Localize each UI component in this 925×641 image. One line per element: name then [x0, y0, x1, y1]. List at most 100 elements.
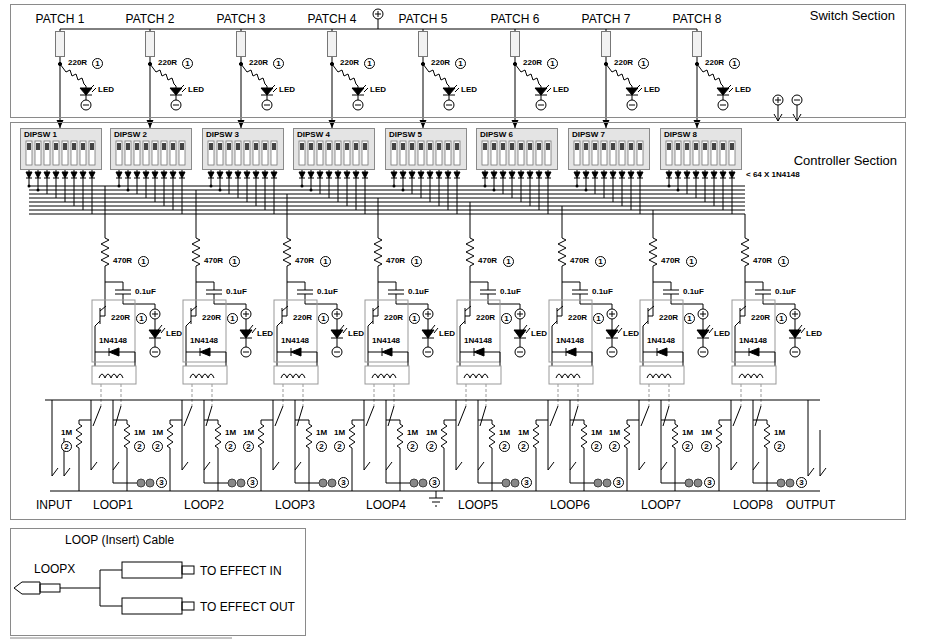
port-label: TO EFFECT OUT — [200, 600, 295, 614]
component-value: 220R — [68, 58, 87, 68]
callout-number: 2 — [518, 441, 529, 452]
component-value: LED — [348, 329, 364, 339]
switch-symbol — [692, 31, 702, 57]
callout-number: 2 — [609, 441, 620, 452]
patch-label: PATCH 8 — [673, 12, 722, 27]
component-value: 0.1uF — [775, 287, 796, 297]
patch-switch: PATCH 3 — [217, 12, 266, 57]
patch-label: PATCH 4 — [308, 12, 357, 27]
component-value: 220R — [476, 313, 495, 323]
callout-number: 3 — [704, 477, 715, 488]
callout-number: 2 — [61, 441, 72, 452]
component-value: LED — [439, 329, 455, 339]
dip-switch: DIPSW 7 — [568, 128, 650, 170]
port-label: LOOP6 — [550, 498, 590, 512]
callout-number: 1 — [227, 313, 238, 324]
component-value: 1M — [334, 428, 345, 438]
component-value: 220R — [568, 313, 587, 323]
component-value: 0.1uF — [592, 287, 613, 297]
component-value: 470R — [295, 256, 314, 266]
patch-switch: PATCH 6 — [491, 12, 540, 57]
patch-switch: PATCH 2 — [126, 12, 175, 57]
component-value: 1M — [591, 428, 602, 438]
component-value: 470R — [113, 256, 132, 266]
dip-label: DIPSW 7 — [572, 130, 605, 140]
component-value: 1N4148 — [739, 336, 767, 346]
callout-number: 2 — [701, 441, 712, 452]
port-label: LOOP1 — [93, 498, 133, 512]
component-value: 1M — [774, 428, 785, 438]
component-value: 470R — [753, 256, 772, 266]
component-value: 1N4148 — [464, 336, 492, 346]
patch-switch: PATCH 7 — [582, 12, 631, 57]
callout-number: 1 — [411, 256, 422, 267]
component-value: 470R — [386, 256, 405, 266]
component-value: 220R — [614, 58, 633, 68]
patch-switch: PATCH 8 — [673, 12, 722, 57]
patch-label: PATCH 3 — [217, 12, 266, 27]
component-value: LED — [166, 329, 182, 339]
component-value: 1M — [407, 428, 418, 438]
section-title: Controller Section — [794, 153, 897, 169]
component-value: 1M — [316, 428, 327, 438]
callout-number: 2 — [316, 441, 327, 452]
callout-number: 1 — [273, 58, 284, 69]
section-title: LOOP (Insert) Cable — [65, 532, 174, 548]
dip-switch: DIPSW 5 — [385, 128, 467, 170]
component-value: LED — [257, 329, 273, 339]
callout-number: 1 — [92, 58, 103, 69]
port-label: LOOPX — [34, 562, 75, 576]
dip-switch: DIPSW 1 — [20, 128, 102, 170]
callout-number: 1 — [684, 313, 695, 324]
callout-number: 3 — [613, 477, 624, 488]
patch-switch: PATCH 4 — [308, 12, 357, 57]
component-value: 220R — [431, 58, 450, 68]
callout-number: 2 — [134, 441, 145, 452]
port-label: LOOP8 — [733, 498, 773, 512]
switch-symbol — [236, 31, 246, 57]
component-value: 0.1uF — [317, 287, 338, 297]
dip-label: DIPSW 1 — [24, 130, 57, 140]
port-label: LOOP5 — [458, 498, 498, 512]
component-value: LED — [623, 329, 639, 339]
component-value: 220R — [249, 58, 268, 68]
component-value: 1M — [701, 428, 712, 438]
callout-number: 3 — [796, 477, 807, 488]
callout-number: 1 — [593, 313, 604, 324]
component-value: < 64 X 1N4148 — [746, 170, 800, 180]
component-value: LED — [461, 85, 477, 95]
callout-number: 1 — [776, 313, 787, 324]
callout-number: 2 — [334, 441, 345, 452]
section-title: Switch Section — [810, 8, 895, 24]
callout-number: 1 — [138, 256, 149, 267]
dip-switch: DIPSW 2 — [110, 128, 192, 170]
callout-number: 3 — [429, 477, 440, 488]
section-panel: LOOP (Insert) Cable — [10, 528, 306, 636]
port-label: LOOP3 — [275, 498, 315, 512]
callout-number: 1 — [501, 313, 512, 324]
port-label: LOOP7 — [641, 498, 681, 512]
port-label: TO EFFECT IN — [200, 564, 282, 578]
component-value: 0.1uF — [500, 287, 521, 297]
patch-label: PATCH 5 — [399, 12, 448, 27]
component-value: 0.1uF — [226, 287, 247, 297]
callout-number: 1 — [547, 58, 558, 69]
component-value: LED — [735, 85, 751, 95]
callout-number: 1 — [318, 313, 329, 324]
callout-number: 2 — [225, 441, 236, 452]
callout-number: 1 — [229, 256, 240, 267]
callout-number: 1 — [364, 58, 375, 69]
callout-number: 3 — [156, 477, 167, 488]
dip-label: DIPSW 8 — [664, 130, 697, 140]
patch-label: PATCH 1 — [36, 12, 85, 27]
component-value: 1N4148 — [556, 336, 584, 346]
callout-number: 2 — [407, 441, 418, 452]
component-value: LED — [553, 85, 569, 95]
component-value: 220R — [340, 58, 359, 68]
component-value: 470R — [661, 256, 680, 266]
callout-number: 3 — [247, 477, 258, 488]
component-value: 0.1uF — [408, 287, 429, 297]
callout-number: 1 — [503, 256, 514, 267]
component-value: 220R — [523, 58, 542, 68]
component-value: 1M — [499, 428, 510, 438]
